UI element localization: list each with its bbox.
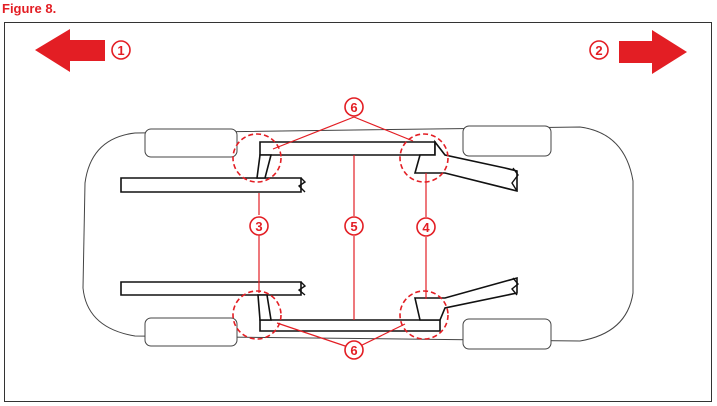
- callout-3: 3: [250, 217, 268, 235]
- figure-title: Figure 8.: [2, 1, 56, 16]
- callout-3-label: 3: [255, 219, 262, 234]
- callout-5: 5: [345, 217, 363, 235]
- diagram-frame: 1 2: [4, 22, 712, 402]
- front-rail-riser-lower: [258, 295, 271, 320]
- callout-6-bottom-label: 6: [350, 343, 357, 358]
- callout-6-bottom: 6: [345, 341, 363, 359]
- callout-4: 4: [417, 218, 435, 236]
- callout-6-top-label: 6: [350, 100, 357, 115]
- callout-1-label: 1: [117, 43, 124, 58]
- front-rail-riser-upper: [257, 155, 271, 178]
- wheel-front-left: [145, 129, 237, 157]
- wheel-front-right: [145, 318, 237, 346]
- left-direction-arrow: [35, 29, 105, 72]
- wheel-rear-left: [463, 126, 551, 156]
- wheel-rear-right: [463, 319, 551, 349]
- callout-2-label: 2: [595, 43, 602, 58]
- right-direction-arrow: [619, 30, 687, 74]
- vehicle-frame-diagram: 1 2: [5, 23, 713, 403]
- callout-5-label: 5: [350, 219, 357, 234]
- callout-6-top: 6: [345, 98, 363, 116]
- callout-2: 2: [590, 41, 608, 59]
- front-frame-rail-upper: [121, 178, 301, 192]
- measurement-point-front-lower: [233, 291, 281, 339]
- center-rail-lower: [260, 320, 440, 331]
- rear-rail-lower: [415, 278, 517, 320]
- front-frame-rail-lower: [121, 282, 301, 295]
- callout-4-label: 4: [422, 220, 430, 235]
- callout-1: 1: [112, 41, 130, 59]
